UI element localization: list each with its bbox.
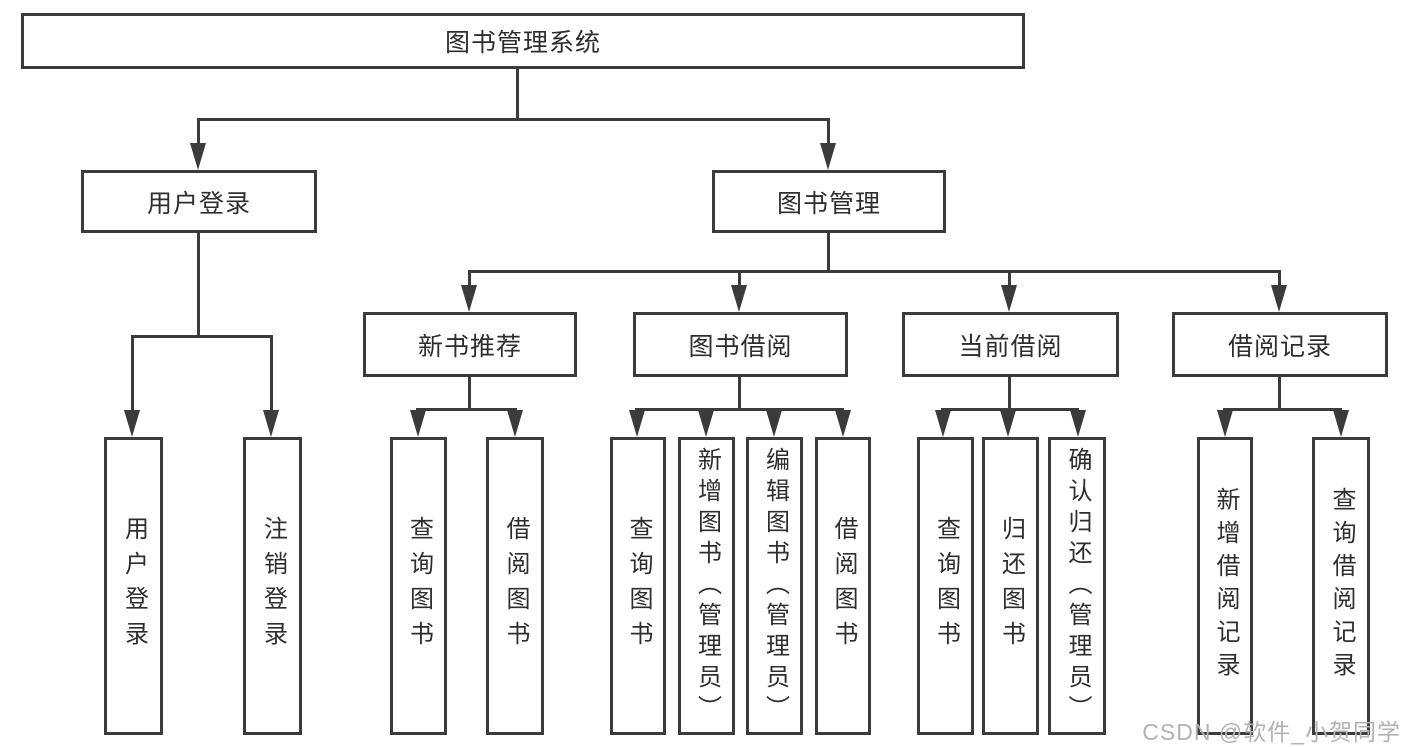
arrow-to-leaf-br-query-icon	[1333, 410, 1349, 437]
node-leaf-nbr-borrow: 借阅图书	[486, 437, 544, 735]
node-borrow-records-label: 借阅记录	[1227, 332, 1332, 361]
arrow-to-borrow-records-icon	[1271, 285, 1287, 312]
connector-bookmgmt-down	[827, 233, 830, 272]
node-book-mgmt-label: 图书管理	[776, 189, 881, 218]
connector-level2-rail	[197, 118, 830, 121]
arrow-to-leaf-cb-query-icon	[935, 410, 951, 437]
node-book-borrow-label: 图书借阅	[688, 332, 793, 361]
node-leaf-cb-confirm: 确认归还（管理员）	[1048, 437, 1106, 735]
node-leaf-user-login-label: 用户登录	[120, 516, 148, 656]
node-library-system-label: 图书管理系统	[444, 29, 601, 57]
node-book-borrow: 图书借阅	[633, 312, 848, 377]
arrow-to-leaf-bb-borrow-icon	[835, 410, 851, 437]
node-leaf-bb-query-label: 查询图书	[625, 516, 652, 656]
node-leaf-nbr-borrow-label: 借阅图书	[502, 516, 529, 656]
node-leaf-cb-return: 归还图书	[982, 437, 1039, 735]
connector-bookmgmt-stem	[827, 118, 830, 150]
arrow-to-leaf-cb-confirm-icon	[1070, 410, 1086, 437]
arrow-to-leaf-cb-return-icon	[1000, 410, 1016, 437]
node-leaf-cb-query: 查询图书	[917, 437, 974, 735]
node-new-book-rec-label: 新书推荐	[417, 332, 522, 361]
connector-nbr-rail	[416, 408, 517, 411]
node-leaf-bb-edit-label: 编辑图书（管理员）	[761, 446, 789, 726]
connector-br-down	[1278, 377, 1281, 410]
node-current-borrow: 当前借阅	[902, 312, 1119, 377]
connector-cb-rail	[941, 408, 1079, 411]
connector-root-stem	[516, 69, 519, 120]
node-new-book-rec: 新书推荐	[363, 312, 577, 377]
node-leaf-nbr-query: 查询图书	[390, 437, 447, 735]
node-leaf-logout-label: 注销登录	[259, 516, 287, 656]
node-leaf-br-query: 查询借阅记录	[1312, 437, 1370, 735]
connector-leaf-logout-stem	[270, 335, 273, 415]
node-borrow-records: 借阅记录	[1172, 312, 1388, 377]
node-leaf-cb-confirm-label: 确认归还（管理员）	[1064, 446, 1091, 726]
node-leaf-cb-query-label: 查询图书	[932, 516, 960, 656]
node-leaf-nbr-query-label: 查询图书	[405, 516, 433, 656]
node-leaf-user-login: 用户登录	[104, 437, 163, 735]
connector-bb-stem	[738, 270, 741, 288]
arrow-to-leaf-nbr-query-icon	[410, 410, 426, 437]
node-library-system: 图书管理系统	[21, 13, 1025, 69]
arrow-to-leaf-br-add-icon	[1217, 410, 1233, 437]
node-leaf-bb-add: 新增图书（管理员）	[678, 437, 735, 735]
connector-userlogin-stem	[197, 118, 200, 150]
connector-bb-rail	[635, 408, 844, 411]
arrow-to-current-borrow-icon	[1001, 285, 1017, 312]
connector-cb-stem	[1008, 270, 1011, 288]
connector-br-rail	[1223, 408, 1342, 411]
arrow-to-leaf-bb-query-icon	[629, 410, 645, 437]
arrow-to-new-book-rec-icon	[461, 285, 477, 312]
node-leaf-cb-return-label: 归还图书	[997, 516, 1025, 656]
connector-cb-down	[1008, 377, 1011, 410]
connector-userlogin-rail	[131, 335, 273, 338]
arrow-to-leaf-user-login-icon	[124, 410, 140, 437]
node-leaf-bb-query: 查询图书	[610, 437, 666, 735]
arrow-to-leaf-logout-icon	[263, 410, 279, 437]
node-leaf-bb-edit: 编辑图书（管理员）	[746, 437, 803, 735]
connector-leaf-userlogin-stem	[131, 335, 134, 415]
connector-userlogin-down	[197, 233, 200, 337]
csdn-watermark: CSDN @软件_小贺同学	[1142, 719, 1401, 745]
arrow-to-leaf-bb-edit-icon	[766, 410, 782, 437]
connector-level3-rail	[468, 270, 1281, 273]
connector-br-stem	[1278, 270, 1281, 288]
node-leaf-bb-borrow: 借阅图书	[815, 437, 871, 735]
node-user-login-label: 用户登录	[146, 189, 251, 218]
node-leaf-br-query-label: 查询借阅记录	[1328, 487, 1355, 685]
arrow-to-book-borrow-icon	[731, 285, 747, 312]
arrow-to-book-mgmt-icon	[820, 143, 836, 170]
connector-nbr-stem	[468, 270, 471, 288]
connector-nbr-down	[468, 377, 471, 410]
arrow-to-user-login-icon	[190, 143, 206, 170]
node-leaf-br-add: 新增借阅记录	[1197, 437, 1253, 735]
connector-bb-down	[738, 377, 741, 410]
arrow-to-leaf-bb-add-icon	[698, 410, 714, 437]
node-leaf-bb-borrow-label: 借阅图书	[830, 516, 857, 656]
node-leaf-logout: 注销登录	[243, 437, 302, 735]
node-leaf-bb-add-label: 新增图书（管理员）	[693, 446, 721, 726]
node-current-borrow-label: 当前借阅	[958, 332, 1063, 361]
arrow-to-leaf-nbr-borrow-icon	[507, 410, 523, 437]
node-user-login: 用户登录	[81, 170, 317, 233]
node-leaf-br-add-label: 新增借阅记录	[1212, 487, 1239, 685]
node-book-mgmt: 图书管理	[712, 170, 946, 233]
